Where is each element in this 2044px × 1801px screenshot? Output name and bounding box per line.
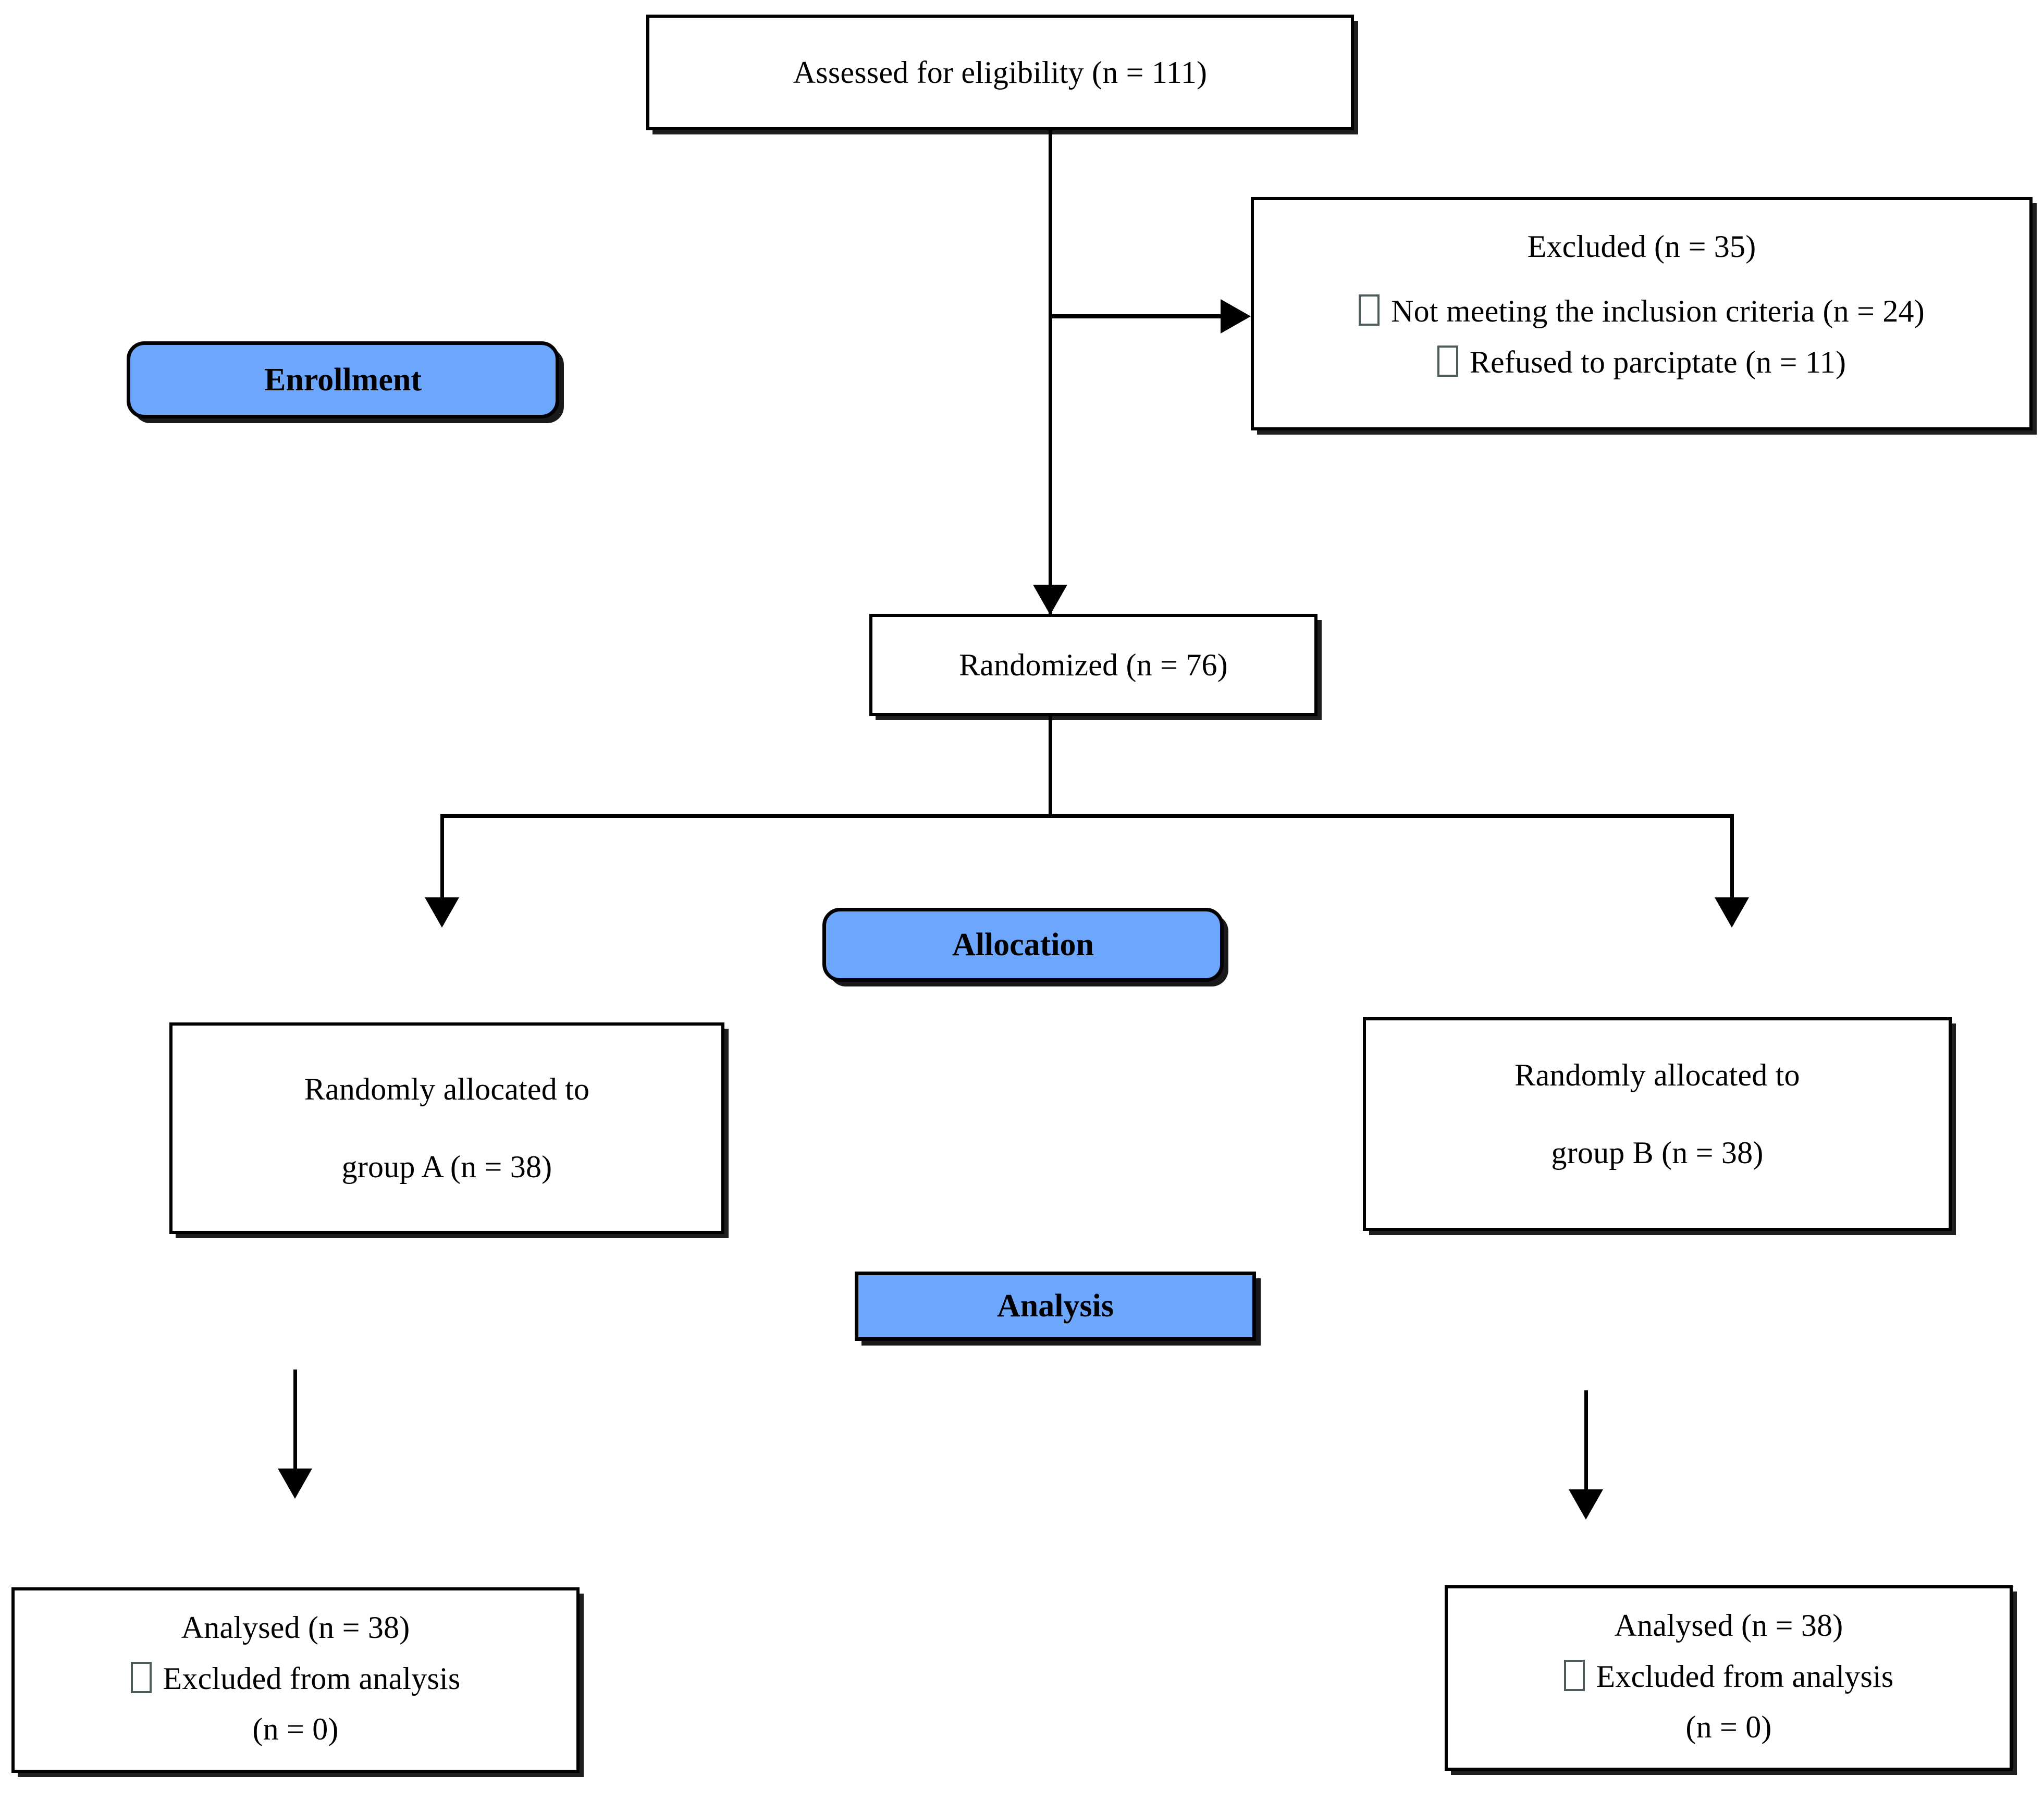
connector-allocation-split-bar [440, 814, 1734, 818]
allocated-a-line-1: Randomly allocated to [304, 1072, 590, 1106]
excluded-reason-1-label: Not meeting the inclusion criteria (n = … [1391, 294, 1925, 328]
allocated-b-line-2: group B (n = 38) [1551, 1136, 1764, 1170]
stage-banner-analysis-label: Analysis [997, 1288, 1114, 1324]
analysed-a-line-2: Excluded from analysis [163, 1661, 461, 1696]
randomized-line-1: Randomized (n = 76) [959, 647, 1228, 682]
stage-banner-analysis: Analysis [855, 1272, 1256, 1341]
stage-banner-allocation: Allocation [822, 908, 1224, 982]
box-analysed-group-b: Analysed (n = 38) Excluded from analysis… [1445, 1585, 2013, 1771]
allocated-a-line-2: group A (n = 38) [341, 1150, 552, 1184]
connector-group-a-to-analysed [293, 1370, 297, 1474]
arrowhead-to-analysed-a [278, 1469, 312, 1499]
connector-to-group-b [1730, 814, 1734, 924]
box-analysed-group-a: Analysed (n = 38) Excluded from analysis… [11, 1587, 580, 1773]
box-allocated-group-b: Randomly allocated to group B (n = 38) [1363, 1017, 1952, 1231]
excluded-reason-1-row: Not meeting the inclusion criteria (n = … [1254, 294, 2029, 328]
arrowhead-to-randomized [1033, 585, 1067, 615]
analysed-a-line-1: Analysed (n = 38) [181, 1610, 410, 1645]
checkbox-icon [1437, 346, 1458, 377]
checkbox-icon [1563, 1660, 1585, 1691]
analysed-b-excluded-row: Excluded from analysis [1448, 1660, 2010, 1693]
stage-banner-allocation-label: Allocation [952, 927, 1094, 963]
connector-assessed-to-randomized [1049, 130, 1052, 615]
checkbox-icon [1359, 294, 1380, 326]
connector-assessed-to-excluded [1051, 314, 1223, 318]
stage-banner-enrollment: Enrollment [127, 341, 559, 418]
checkbox-icon [130, 1662, 152, 1693]
analysed-a-excluded-row: Excluded from analysis [15, 1662, 576, 1695]
connector-group-b-to-analysed [1584, 1390, 1588, 1495]
analysed-a-line-3: (n = 0) [252, 1712, 339, 1746]
connector-randomized-stem [1049, 716, 1052, 816]
arrowhead-to-group-b [1715, 897, 1749, 928]
box-assessed-for-eligibility: Assessed for eligibility (n = 111) [646, 15, 1354, 130]
box-allocated-group-a: Randomly allocated to group A (n = 38) [169, 1022, 724, 1234]
analysed-b-line-1: Analysed (n = 38) [1614, 1608, 1843, 1643]
box-excluded: Excluded (n = 35) Not meeting the inclus… [1251, 197, 2033, 430]
analysed-b-line-3: (n = 0) [1685, 1710, 1772, 1744]
stage-banner-enrollment-label: Enrollment [264, 362, 422, 398]
arrowhead-to-analysed-b [1569, 1489, 1603, 1520]
allocated-b-line-1: Randomly allocated to [1514, 1058, 1800, 1092]
excluded-reason-2-row: Refused to parciptate (n = 11) [1254, 346, 2029, 379]
connector-to-group-a [440, 814, 444, 924]
excluded-reason-2-label: Refused to parciptate (n = 11) [1469, 345, 1846, 379]
arrowhead-to-excluded [1221, 299, 1251, 334]
excluded-heading: Excluded (n = 35) [1527, 229, 1756, 264]
box-randomized: Randomized (n = 76) [869, 614, 1317, 716]
assessed-line-1: Assessed for eligibility (n = 111) [793, 55, 1208, 90]
arrowhead-to-group-a [425, 897, 459, 928]
analysed-b-line-2: Excluded from analysis [1596, 1659, 1894, 1694]
